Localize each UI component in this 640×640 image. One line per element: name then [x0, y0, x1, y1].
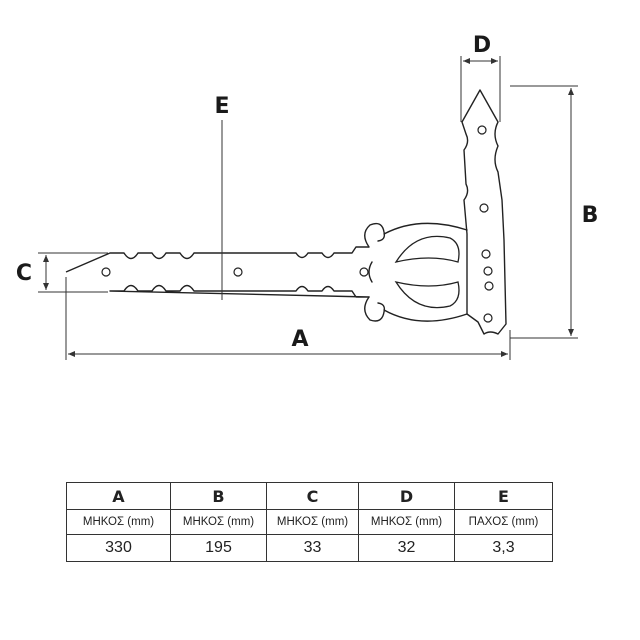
dimension-b-label: B — [582, 203, 599, 228]
value-d: 32 — [358, 534, 455, 562]
vertical-arm — [461, 89, 507, 335]
dimension-b — [510, 85, 578, 339]
value-e: 3,3 — [454, 534, 553, 562]
dimension-e-label: E — [214, 94, 229, 119]
scroll-joint — [364, 222, 468, 322]
value-c: 33 — [266, 534, 359, 562]
mounting-holes — [101, 125, 494, 323]
dimension-a — [65, 277, 511, 360]
lower-slot — [394, 281, 460, 309]
table-header-row: A B C D E — [66, 482, 553, 510]
bracket-drawing: A B C D E — [16, 33, 599, 360]
dimension-d — [460, 56, 501, 122]
header-a: A — [66, 482, 171, 510]
label-c: ΜΗΚΟΣ (mm) — [266, 509, 359, 535]
label-e: ΠΑΧΟΣ (mm) — [454, 509, 553, 535]
label-b: ΜΗΚΟΣ (mm) — [170, 509, 267, 535]
label-a: ΜΗΚΟΣ (mm) — [66, 509, 171, 535]
header-d: D — [358, 482, 455, 510]
label-d: ΜΗΚΟΣ (mm) — [358, 509, 455, 535]
header-c: C — [266, 482, 359, 510]
header-b: B — [170, 482, 267, 510]
value-a: 330 — [66, 534, 171, 562]
horizontal-arm — [65, 246, 370, 298]
value-b: 195 — [170, 534, 267, 562]
header-e: E — [454, 482, 553, 510]
upper-slot — [394, 235, 460, 263]
dimension-c-label: C — [16, 261, 32, 286]
spec-table: A B C D E ΜΗΚΟΣ (mm) ΜΗΚΟΣ (mm) ΜΗΚΟΣ (m… — [66, 482, 553, 562]
dimension-d-label: D — [473, 33, 491, 58]
dimension-a-label: A — [291, 327, 308, 352]
table-value-row: 330 195 33 32 3,3 — [66, 534, 553, 562]
table-label-row: ΜΗΚΟΣ (mm) ΜΗΚΟΣ (mm) ΜΗΚΟΣ (mm) ΜΗΚΟΣ (… — [66, 509, 553, 535]
dimension-c — [38, 252, 108, 293]
